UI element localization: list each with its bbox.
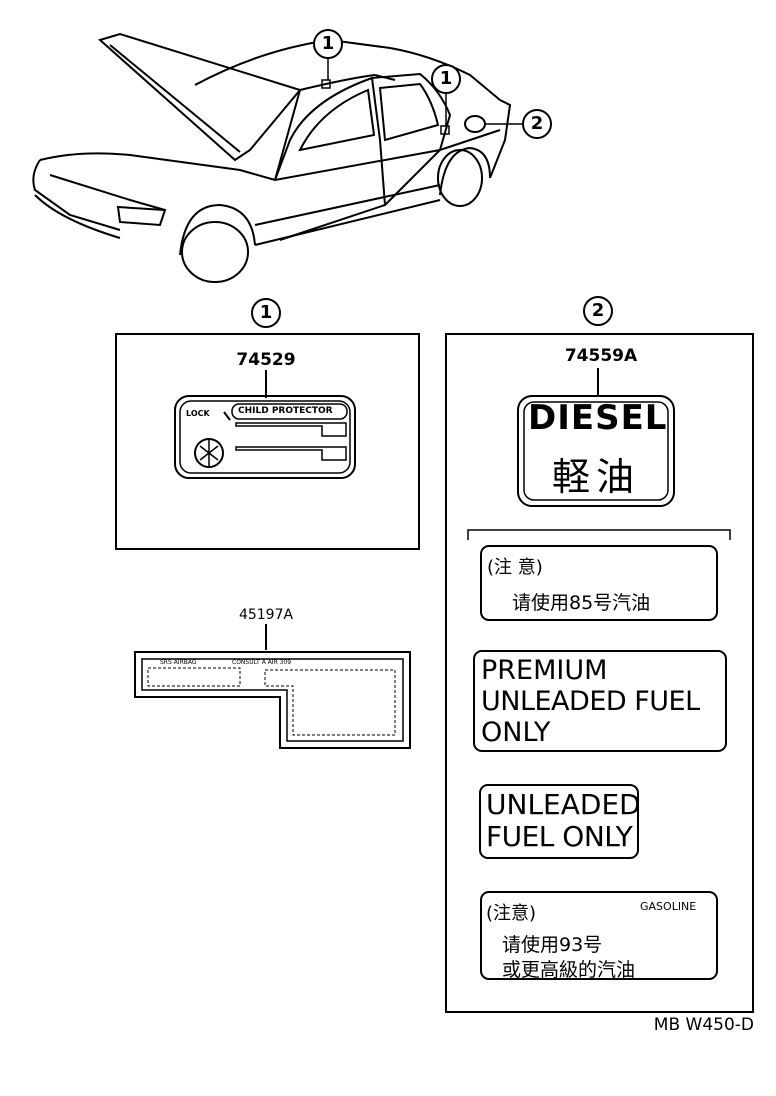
section-two-box [445,333,754,1013]
part-number-74529: 74529 [236,350,296,370]
premium-line-3: ONLY [481,717,551,748]
notice1-title: (注 意) [487,557,543,578]
unleaded-line-2: FUEL ONLY [486,820,633,853]
car-front-door [274,76,387,241]
premium-line-1: PREMIUM [481,655,608,686]
diesel-cn-text: 軽油 [551,455,640,499]
part-number-74559A: 74559A [564,346,638,366]
notice2-title: (注意) [486,903,537,924]
car-label-spot-1b [440,125,450,135]
car-label-spot-1a [321,79,331,89]
callout-2-fuel: 2 [530,113,544,134]
section-one-box [115,333,420,550]
airbag-tiny-text-2: CONSULT A AIR 309 [232,659,292,666]
section-one-marker: 1 [259,302,273,323]
section-two-marker: 2 [591,300,605,321]
notice2-tag: GASOLINE [640,900,697,913]
car-fuel-door [464,115,486,133]
airbag-tiny-text-1: SRS AIRBAG [160,659,197,666]
car-rear-door [371,72,452,206]
lock-text: LOCK [186,409,210,418]
notice2-line-1: 请使用93号 [502,934,603,956]
diagram-code: MB W450-D [653,1015,754,1035]
child-protector-text: CHILD PROTECTOR [238,406,333,416]
part-number-45197A: 45197A [238,607,294,623]
diesel-en-text: DIESEL [528,398,668,438]
unleaded-line-1: UNLEADED [486,788,641,821]
car-rear-wheel [439,146,491,196]
callout-1-door: 1 [439,68,453,89]
callout-1-top: 1 [321,33,335,54]
car-hood [97,32,302,162]
premium-line-2: UNLEADED FUEL [481,686,700,717]
car-front-wheel [179,203,256,256]
notice2-line-2: 或更高級的汽油 [502,959,636,981]
notice1-body: 请使用85号汽油 [512,592,651,614]
